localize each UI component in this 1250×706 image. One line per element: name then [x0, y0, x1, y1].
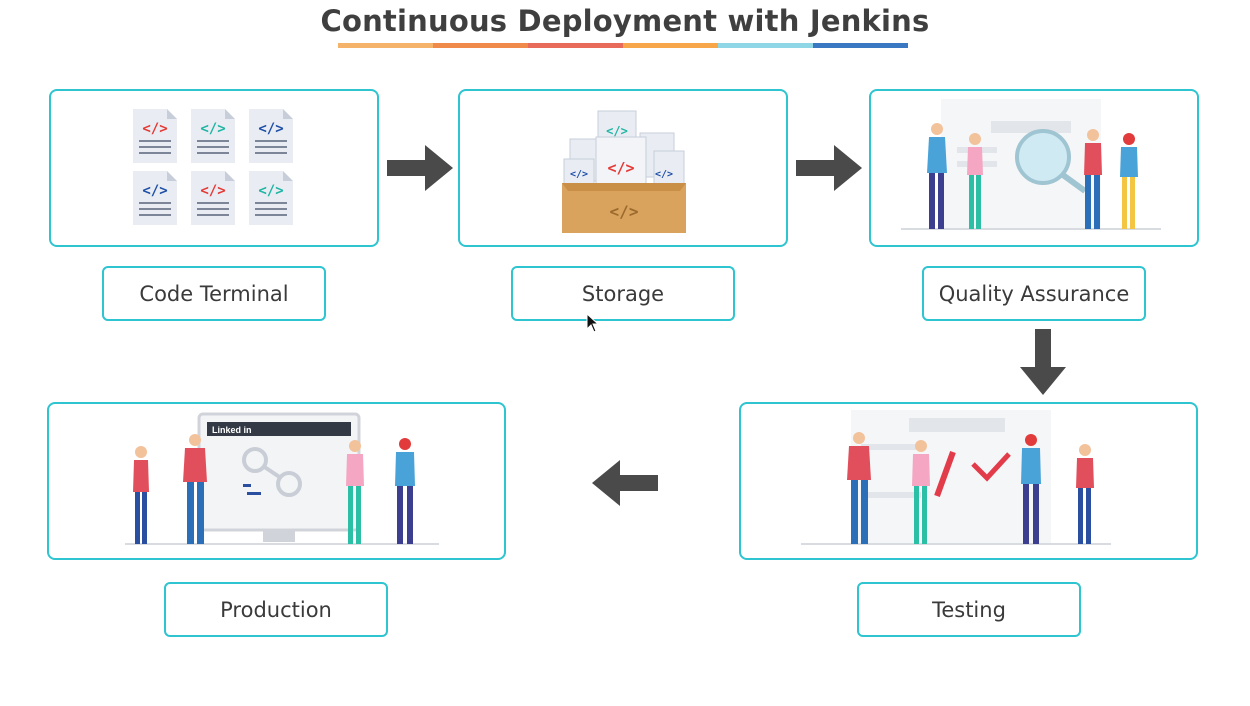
right-arrow-icon [387, 145, 453, 191]
testing-card [739, 402, 1198, 560]
quality-assurance-label: Quality Assurance [922, 266, 1146, 321]
down-arrow-icon [1020, 329, 1066, 395]
code-terminal-card: </> </> </> </> </> </> [49, 89, 379, 247]
production-label: Production [164, 582, 388, 637]
checklist-team-illustration [801, 410, 1111, 545]
testing-label: Testing [857, 582, 1081, 637]
linkedin-brand-text: Linked in [212, 425, 252, 435]
code-tag: </> [258, 183, 283, 199]
code-tag: </> [570, 169, 588, 180]
production-card: Linked in [47, 402, 506, 560]
code-tag: </> [606, 124, 628, 138]
code-tag: </> [655, 169, 673, 180]
quality-assurance-card [869, 89, 1199, 247]
magnifier-team-illustration [901, 99, 1161, 230]
code-tag: </> [142, 121, 167, 137]
left-arrow-icon [592, 460, 658, 506]
code-tag: </> [607, 159, 634, 177]
code-tag: </> [200, 121, 225, 137]
storage-label: Storage [511, 266, 735, 321]
page-title: Continuous Deployment with Jenkins [320, 4, 930, 38]
code-tag: </> [142, 183, 167, 199]
mouse-cursor-icon [586, 313, 600, 333]
file-box-illustration: </> </> </> </> </> [562, 110, 686, 233]
title-underline [338, 43, 908, 48]
storage-card: </> </> </> </> </> [458, 89, 788, 247]
code-files-illustration: </> </> </> </> </> </> [132, 108, 294, 226]
monitor-team-illustration: Linked in [125, 412, 439, 545]
code-tag: </> [610, 202, 639, 221]
code-terminal-label: Code Terminal [102, 266, 326, 321]
right-arrow-icon [796, 145, 862, 191]
code-tag: </> [258, 121, 283, 137]
code-tag: </> [200, 183, 225, 199]
